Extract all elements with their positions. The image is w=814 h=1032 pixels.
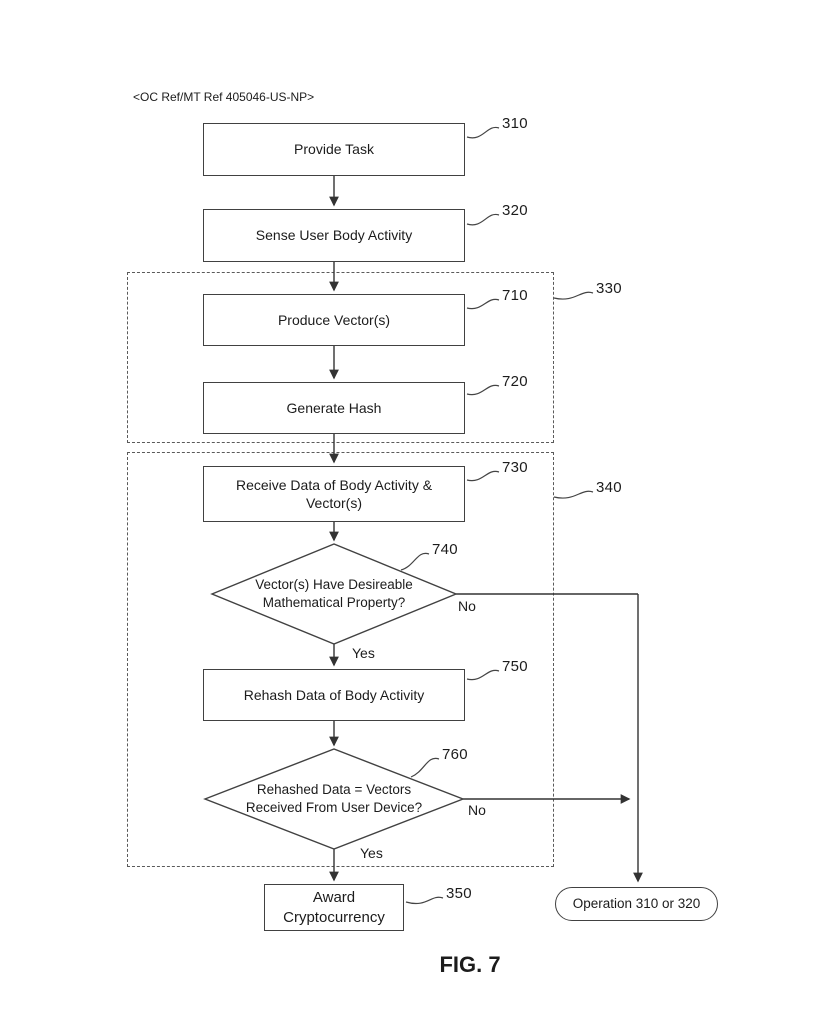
terminal-box-operation-310-or-320: Operation 310 or 320 xyxy=(555,887,718,921)
process-box-receive-data: Receive Data of Body Activity & Vector(s… xyxy=(203,466,465,522)
process-label: Produce Vector(s) xyxy=(277,311,391,328)
ref-350: 350 xyxy=(446,885,472,902)
leader-310 xyxy=(466,126,500,139)
dashed-group-330 xyxy=(127,272,554,443)
process-label: Sense User Body Activity xyxy=(255,227,413,244)
edge-label-740-yes: Yes xyxy=(352,645,375,661)
leader-350 xyxy=(405,896,444,904)
process-label: Provide Task xyxy=(294,141,374,158)
process-box-produce-vectors: Produce Vector(s) xyxy=(203,294,465,346)
process-box-award-cryptocurrency: Award Cryptocurrency xyxy=(264,884,404,931)
leader-340 xyxy=(553,490,594,499)
process-label: Award Cryptocurrency xyxy=(283,889,385,926)
process-box-sense-user-body-activity: Sense User Body Activity xyxy=(203,209,465,262)
edge-label-760-no: No xyxy=(468,802,486,818)
terminal-label: Operation 310 or 320 xyxy=(572,896,701,912)
ref-340: 340 xyxy=(596,479,622,496)
ref-720: 720 xyxy=(502,373,528,390)
docket-reference: <OC Ref/MT Ref 405046-US-NP> xyxy=(133,90,315,104)
ref-710: 710 xyxy=(502,287,528,304)
decision-740-label: Vector(s) Have Desireable Mathematical P… xyxy=(255,576,413,610)
edge-label-740-no: No xyxy=(458,598,476,614)
process-label: Generate Hash xyxy=(286,399,382,416)
dashed-group-340 xyxy=(127,452,554,867)
process-box-provide-task: Provide Task xyxy=(203,123,465,176)
process-box-generate-hash: Generate Hash xyxy=(203,382,465,434)
ref-760: 760 xyxy=(442,746,468,763)
process-label: Receive Data of Body Activity & Vector(s… xyxy=(235,476,433,511)
ref-330: 330 xyxy=(596,280,622,297)
edge-label-760-yes: Yes xyxy=(360,845,383,861)
decision-760-label: Rehashed Data = Vectors Received From Us… xyxy=(245,781,423,815)
ref-750: 750 xyxy=(502,658,528,675)
figure-caption: FIG. 7 xyxy=(439,952,501,977)
process-box-rehash-data: Rehash Data of Body Activity xyxy=(203,669,465,721)
ref-320: 320 xyxy=(502,202,528,219)
process-label: Rehash Data of Body Activity xyxy=(243,686,425,703)
ref-740: 740 xyxy=(432,541,458,558)
leader-330 xyxy=(553,291,594,300)
leader-320 xyxy=(466,213,500,226)
ref-310: 310 xyxy=(502,115,528,132)
ref-730: 730 xyxy=(502,459,528,476)
